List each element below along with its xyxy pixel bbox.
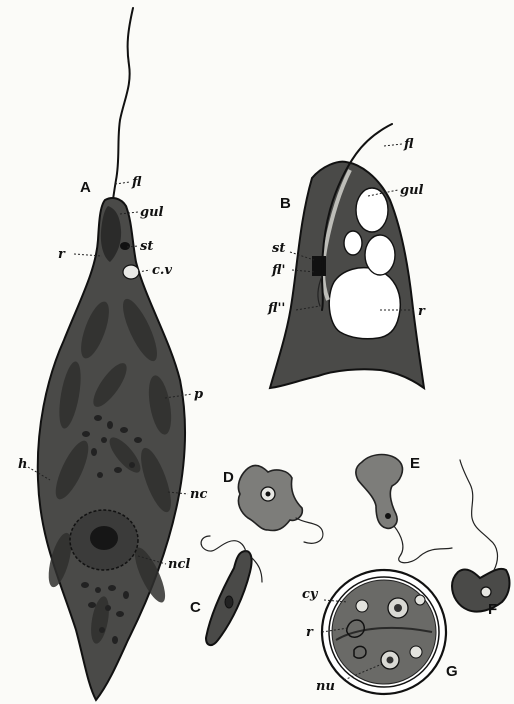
panel-c-flagellum xyxy=(201,536,246,552)
panel-a-label-cv: c.v xyxy=(152,263,172,278)
panel-f-nucleus xyxy=(481,587,491,597)
panel-g-label-r: r xyxy=(306,625,314,640)
panel-b-label-fl: fl xyxy=(403,137,414,152)
panel-b-vacuole xyxy=(356,188,388,232)
panel-c-swimming-form: C xyxy=(190,536,262,645)
panel-a-label-nc: nc xyxy=(190,487,207,502)
panel-b-label-fl2: fl'' xyxy=(267,301,285,316)
panel-d-caption: D xyxy=(223,469,234,486)
panel-g-label-cy: cy xyxy=(302,587,319,602)
panel-b-anterior-section: B fl gul st fl' fl'' r xyxy=(267,124,426,388)
panel-g-vacuole xyxy=(410,646,422,658)
panel-a-label-gul: gul xyxy=(140,205,164,220)
panel-b-vacuole xyxy=(344,231,362,255)
panel-a-label-fl: fl xyxy=(131,175,142,190)
panel-a-stigma xyxy=(120,242,130,250)
panel-g-label-nu: nu xyxy=(316,679,335,694)
panel-b-label-fl1: fl' xyxy=(271,263,285,278)
panel-c-nucleus xyxy=(225,596,233,608)
panel-e-body xyxy=(356,455,403,529)
panel-f-contracted-form: F xyxy=(452,460,509,618)
panel-a-label-st: st xyxy=(140,239,153,254)
panel-a-caption: A xyxy=(80,179,91,196)
panel-g-nucleolus xyxy=(394,604,402,612)
panel-a-label-p: p xyxy=(194,387,203,402)
panel-g-cyst: G cy r nu xyxy=(302,570,458,694)
panel-b-caption: B xyxy=(280,195,291,212)
panel-f-flagellum xyxy=(460,460,497,570)
panel-g-vacuole xyxy=(415,595,425,605)
panel-a-flagellum xyxy=(112,8,133,206)
panel-a-label-h: h xyxy=(18,457,27,472)
panel-b-stigma xyxy=(312,256,326,276)
panel-a-nucleolus xyxy=(90,526,118,550)
panel-f-caption: F xyxy=(488,601,497,618)
panel-d-flagellum xyxy=(296,518,323,543)
panel-g-caption: G xyxy=(446,663,458,680)
panel-d-nucleolus xyxy=(266,492,271,497)
panel-a-contractile-vacuole xyxy=(123,265,139,279)
panel-c-flagellum-tail xyxy=(252,558,262,582)
panel-b-vacuole xyxy=(365,235,395,275)
panel-g-vacuole xyxy=(356,600,368,612)
panel-a-euglena: A fl gul st r c.v p h nc ncl xyxy=(18,8,207,700)
panel-b-label-r: r xyxy=(418,304,426,319)
panel-c-caption: C xyxy=(190,599,201,616)
panel-e-caption: E xyxy=(410,455,420,472)
panel-d-amoeboid-form: D xyxy=(223,466,323,544)
panel-e-flagellum xyxy=(394,526,452,563)
panel-e-metabolic-form: E xyxy=(356,455,452,563)
panel-a-label-ncl: ncl xyxy=(168,557,190,572)
panel-g-nucleolus xyxy=(387,657,394,664)
panel-b-reservoir xyxy=(329,268,400,339)
panel-e-stigma xyxy=(385,513,391,519)
panel-b-label-st: st xyxy=(272,241,285,256)
panel-b-label-gul: gul xyxy=(400,183,424,198)
panel-a-label-r: r xyxy=(58,247,66,262)
